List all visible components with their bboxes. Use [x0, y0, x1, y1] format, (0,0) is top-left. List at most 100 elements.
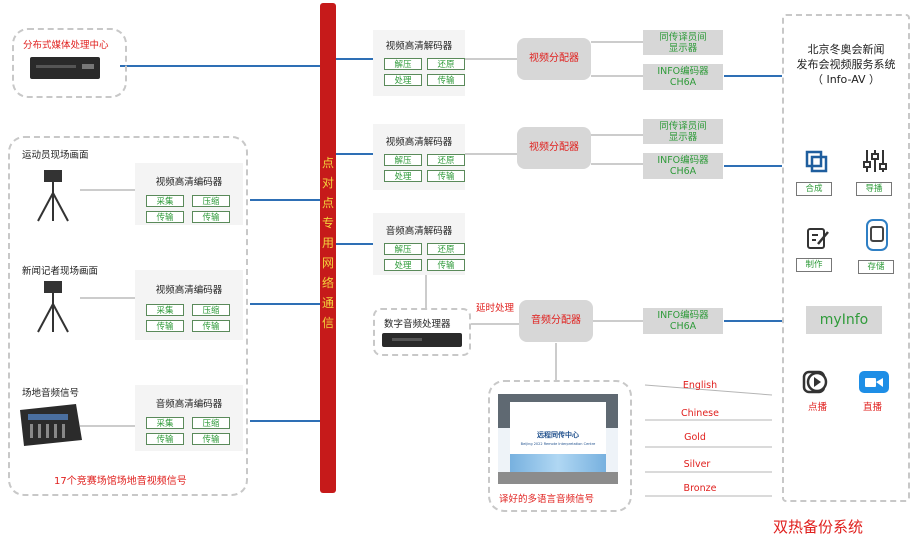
audio-decoder: 音频高清解码器 解压 还原 处理 传输: [373, 213, 465, 275]
delay-label: 延时处理: [476, 303, 515, 314]
tag-process: 处理: [384, 170, 422, 182]
info-encoder-channel: CH6A: [669, 166, 697, 177]
dual-backup-caption: 双热备份系统: [773, 518, 864, 536]
language-bronze: Bronze: [683, 483, 717, 494]
tag-transmit: 传输: [427, 170, 465, 182]
interpretation-caption: 译好的多语言音频信号: [499, 494, 595, 505]
video-decoder-2: 视频高清解码器 解压 还原 处理 传输: [373, 124, 465, 190]
info-encoder-channel: CH6A: [669, 77, 697, 88]
network-bar-char: 用: [321, 236, 334, 250]
tag-transmit: 传输: [427, 259, 465, 271]
camera-tripod-icon: [37, 170, 69, 222]
venue-audio-label: 场地音频信号: [22, 388, 80, 399]
reporter-view-label: 新闻记者现场画面: [22, 266, 99, 277]
tag-transmit: 传输: [146, 320, 184, 332]
interpretation-box: [488, 380, 632, 512]
p2p-network-bar: 点对点专用网络通信: [320, 3, 336, 493]
info-av-system-box: [782, 14, 910, 502]
decoder-title: 音频高清解码器: [385, 226, 453, 237]
storage-icon: [866, 219, 888, 251]
tag-decompress: 解压: [384, 243, 422, 255]
encoder-title: 视频高清编码器: [155, 285, 223, 296]
dsp-box: [373, 308, 471, 356]
decoder-title: 视频高清解码器: [385, 41, 453, 52]
tag-decompress: 解压: [384, 154, 422, 166]
audio-encoder: 音频高清编码器 采集 压缩 传输 传输: [135, 385, 243, 451]
network-bar-char: 网: [321, 256, 334, 270]
video-encoder-1: 视频高清编码器 采集 压缩 传输 传输: [135, 163, 243, 225]
network-bar-char: 信: [321, 316, 334, 330]
language-gold: Gold: [684, 432, 706, 443]
info-encoder-channel: CH6A: [669, 321, 697, 332]
interpretation-centre-photo: 远程同传中心 Beijing 2022 Remote Interpretatio…: [498, 394, 618, 484]
myinfo-badge: myInfo: [806, 306, 882, 334]
tag-restore: 还原: [427, 243, 465, 255]
encoder-title: 音频高清编码器: [155, 399, 223, 410]
language-english: English: [682, 380, 718, 391]
decoder-title: 视频高清解码器: [385, 137, 453, 148]
dsp-device-image: [382, 333, 462, 347]
tag-capture: 采集: [146, 304, 184, 316]
service-compose-label: 合成: [796, 182, 832, 196]
language-chinese: Chinese: [681, 408, 719, 419]
tag-compress: 压缩: [192, 195, 230, 207]
tag-capture: 采集: [146, 195, 184, 207]
tag-transmit: 传输: [192, 211, 230, 223]
interp-sign-subtitle: Beijing 2022 Remote Interpretation Centr…: [520, 442, 596, 446]
network-bar-char: 通: [321, 296, 334, 310]
encoder-title: 视频高清编码器: [155, 177, 223, 188]
tag-transmit: 传输: [192, 320, 230, 332]
info-av-title-line1: 北京冬奥会新闻: [807, 43, 885, 56]
compose-icon: [805, 150, 828, 173]
camera-tripod-icon: [37, 281, 69, 333]
service-edit-label: 制作: [796, 258, 832, 272]
server-rack-image: [30, 57, 100, 79]
tag-transmit: 传输: [192, 433, 230, 445]
network-bar-label: 点对点专用网络通信: [320, 153, 336, 333]
tag-restore: 还原: [427, 154, 465, 166]
info-encoder-label: INFO编码器: [657, 66, 709, 77]
audio-splitter: 音频分配器: [519, 300, 593, 342]
vod-icon: [802, 370, 828, 394]
media-center-label: 分布式媒体处理中心: [23, 40, 109, 51]
network-bar-char: 对: [321, 176, 334, 190]
tag-process: 处理: [384, 74, 422, 86]
video-encoder-2: 视频高清编码器 采集 压缩 传输 传输: [135, 270, 243, 340]
edit-icon: [807, 228, 829, 249]
network-bar-char: 专: [321, 216, 334, 230]
tag-compress: 压缩: [192, 304, 230, 316]
tag-process: 处理: [384, 259, 422, 271]
vod-label: 点播: [808, 402, 828, 413]
network-bar-char: 点: [321, 196, 334, 210]
tag-transmit: 传输: [427, 74, 465, 86]
athlete-view-label: 运动员现场画面: [22, 150, 89, 161]
live-label: 直播: [863, 402, 883, 413]
network-bar-char: 络: [321, 276, 334, 290]
video-splitter-2: 视频分配器: [517, 127, 591, 169]
info-encoder-label: INFO编码器: [657, 155, 709, 166]
tag-compress: 压缩: [192, 417, 230, 429]
audio-mixer-icon: [20, 404, 82, 446]
tag-transmit: 传输: [146, 211, 184, 223]
video-splitter-1: 视频分配器: [517, 38, 591, 80]
video-decoder-1: 视频高清解码器 解压 还原 处理 传输: [373, 30, 465, 96]
translator-display-2: 同传译员间显示器: [643, 119, 723, 144]
service-storage-label: 存储: [858, 260, 894, 274]
translator-display-1: 同传译员间显示器: [643, 30, 723, 55]
info-av-title: 北京冬奥会新闻 发布会视频服务系统 （ Info-AV ）: [782, 42, 910, 87]
media-center-box: [12, 28, 127, 98]
interp-sign-title: 远程同传中心: [537, 431, 579, 439]
info-encoder-3: INFO编码器 CH6A: [643, 308, 723, 334]
info-encoder-2: INFO编码器 CH6A: [643, 153, 723, 179]
network-bar-char: 点: [321, 156, 334, 170]
venue-signals-box: [8, 136, 248, 496]
mixer-icon: [863, 150, 887, 172]
info-encoder-label: INFO编码器: [657, 310, 709, 321]
tag-restore: 还原: [427, 58, 465, 70]
venue-signals-caption: 17个竞赛场馆场地音视频信号: [54, 476, 187, 487]
tag-decompress: 解压: [384, 58, 422, 70]
language-silver: Silver: [683, 459, 711, 470]
tag-capture: 采集: [146, 417, 184, 429]
service-mixer-label: 导播: [856, 182, 892, 196]
